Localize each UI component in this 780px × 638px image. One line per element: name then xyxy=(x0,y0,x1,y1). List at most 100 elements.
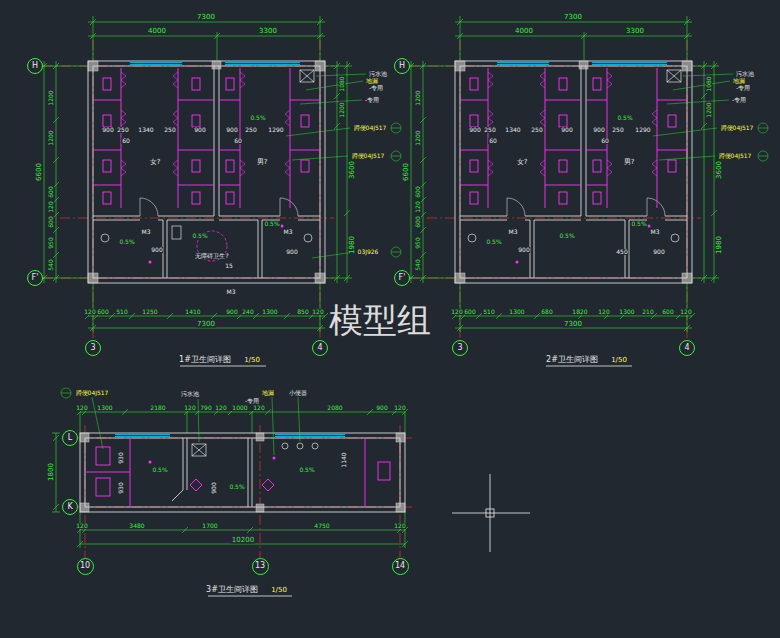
dimension-text: 7300 xyxy=(563,321,583,328)
wall xyxy=(85,438,400,507)
dimension-text: 600 xyxy=(661,309,674,315)
dimension-text: 1300 xyxy=(261,309,278,315)
dimension-text: 120 xyxy=(183,405,196,411)
dimension-text: 2180 xyxy=(149,405,166,411)
grid-bubble: F' xyxy=(27,270,43,286)
dimension-text: 120 xyxy=(75,523,88,529)
grid-line xyxy=(78,425,412,558)
grid-axis-label: L xyxy=(68,434,72,442)
dimension-text: 3480 xyxy=(128,523,145,529)
grid-bubble: 4 xyxy=(312,340,328,356)
dimension-text: 1200 xyxy=(415,89,421,106)
room-text: 女? xyxy=(516,159,529,166)
dimension-text: 0.5% xyxy=(228,484,245,490)
fixture xyxy=(282,443,288,449)
note-text: 蹲便04J517 xyxy=(351,153,386,159)
dimension-text: 790 xyxy=(199,405,212,411)
toilet-plan-3 xyxy=(52,388,412,558)
stall-partition xyxy=(149,461,152,464)
dimension-text: 0.5% xyxy=(191,233,208,239)
stall-partition xyxy=(190,479,202,491)
column xyxy=(80,433,89,442)
dimension-text: 120 xyxy=(679,309,692,315)
dimension-text: 0.5% xyxy=(118,239,135,245)
grid-axis-label: H xyxy=(399,62,405,70)
grid-bubble: 13 xyxy=(252,558,269,575)
dimension-text: 850 xyxy=(296,309,309,315)
stall-partition xyxy=(96,478,110,496)
room-text: 900 xyxy=(592,127,605,133)
note-text: 蹲便04J517 xyxy=(720,125,755,131)
dimension-text: 7300 xyxy=(563,14,583,21)
leader-line xyxy=(61,388,71,398)
room-text: 2#卫生间详图 xyxy=(545,356,599,364)
fixture xyxy=(297,443,303,449)
room-text: 污水池 xyxy=(368,71,388,77)
note-text: 蹲便04J517 xyxy=(353,125,388,131)
accessible-room xyxy=(172,226,181,239)
grid-bubble: F' xyxy=(394,270,410,286)
dimension-text: 120 xyxy=(597,309,610,315)
column xyxy=(396,433,405,442)
dimension-text: 120 xyxy=(393,405,406,411)
dimension-text: 210 xyxy=(641,309,654,315)
grid-axis-label: F' xyxy=(399,274,406,282)
title-underline xyxy=(180,366,632,596)
grid-axis-label: 4 xyxy=(684,344,689,352)
dimension-text: 4000 xyxy=(514,28,534,35)
room-text: 900 xyxy=(468,127,481,133)
note-text: 蹲便04J517 xyxy=(718,153,753,159)
room-text: 60 xyxy=(488,138,498,144)
room-text: 900 xyxy=(150,247,163,253)
room-text: 900 xyxy=(560,127,573,133)
grid-axis-label: 4 xyxy=(317,344,322,352)
dimension-text: 3300 xyxy=(258,28,278,35)
room-text: 900 xyxy=(193,127,206,133)
fixture xyxy=(192,444,206,456)
dimension-text: 120 xyxy=(83,309,96,315)
room-text: 1340 xyxy=(137,127,154,133)
fixture xyxy=(312,443,318,449)
stall-partition xyxy=(85,438,390,507)
room-text: 60 xyxy=(600,138,610,144)
dimension-text: 0.5% xyxy=(630,221,647,227)
wall xyxy=(80,433,405,512)
grid-bubble: 3 xyxy=(452,340,468,356)
dimension-line xyxy=(52,409,408,548)
dimension-text: 0.5% xyxy=(616,115,633,121)
room-text: 1290 xyxy=(634,127,651,133)
dimension-text: 1800 xyxy=(48,462,55,482)
room-text: 1290 xyxy=(267,127,284,133)
room-text: -专用 xyxy=(735,85,751,91)
room-text: 930 xyxy=(118,481,124,494)
grid-axis-label: H xyxy=(32,62,38,70)
room-text: -专用 xyxy=(368,85,384,91)
note-text: 1/50 xyxy=(610,357,628,364)
dimension-text: 0.5% xyxy=(151,467,168,473)
room-text: M3 xyxy=(283,229,294,235)
dimension-text: 120 xyxy=(311,309,324,315)
stall-partition xyxy=(85,438,365,507)
column xyxy=(256,504,264,512)
grid-axis-label: 10 xyxy=(80,562,90,570)
dimension-text: 1200 xyxy=(339,101,345,118)
dimension-text: 120 xyxy=(75,405,88,411)
grid-line xyxy=(78,425,412,558)
room-text: 250 xyxy=(116,127,129,133)
fixture xyxy=(192,444,206,456)
note-text: 蹲便04J517 xyxy=(75,390,110,396)
dimension-text: 600 xyxy=(96,309,109,315)
grid-bubble: 14 xyxy=(392,558,409,575)
grid-bubble: H xyxy=(27,58,43,74)
toilet-plan xyxy=(40,16,401,340)
room-text: -专用 xyxy=(731,97,747,103)
grid-axis-label: 14 xyxy=(395,562,405,570)
grid-axis-label: F' xyxy=(32,274,39,282)
toilet-plan xyxy=(407,16,768,340)
accessible-room xyxy=(172,226,401,261)
dimension-text: 900 xyxy=(375,405,388,411)
accessible-room xyxy=(391,252,401,253)
grid-bubble: 3 xyxy=(85,340,101,356)
room-text: -专用 xyxy=(244,398,260,404)
wall xyxy=(80,433,405,512)
